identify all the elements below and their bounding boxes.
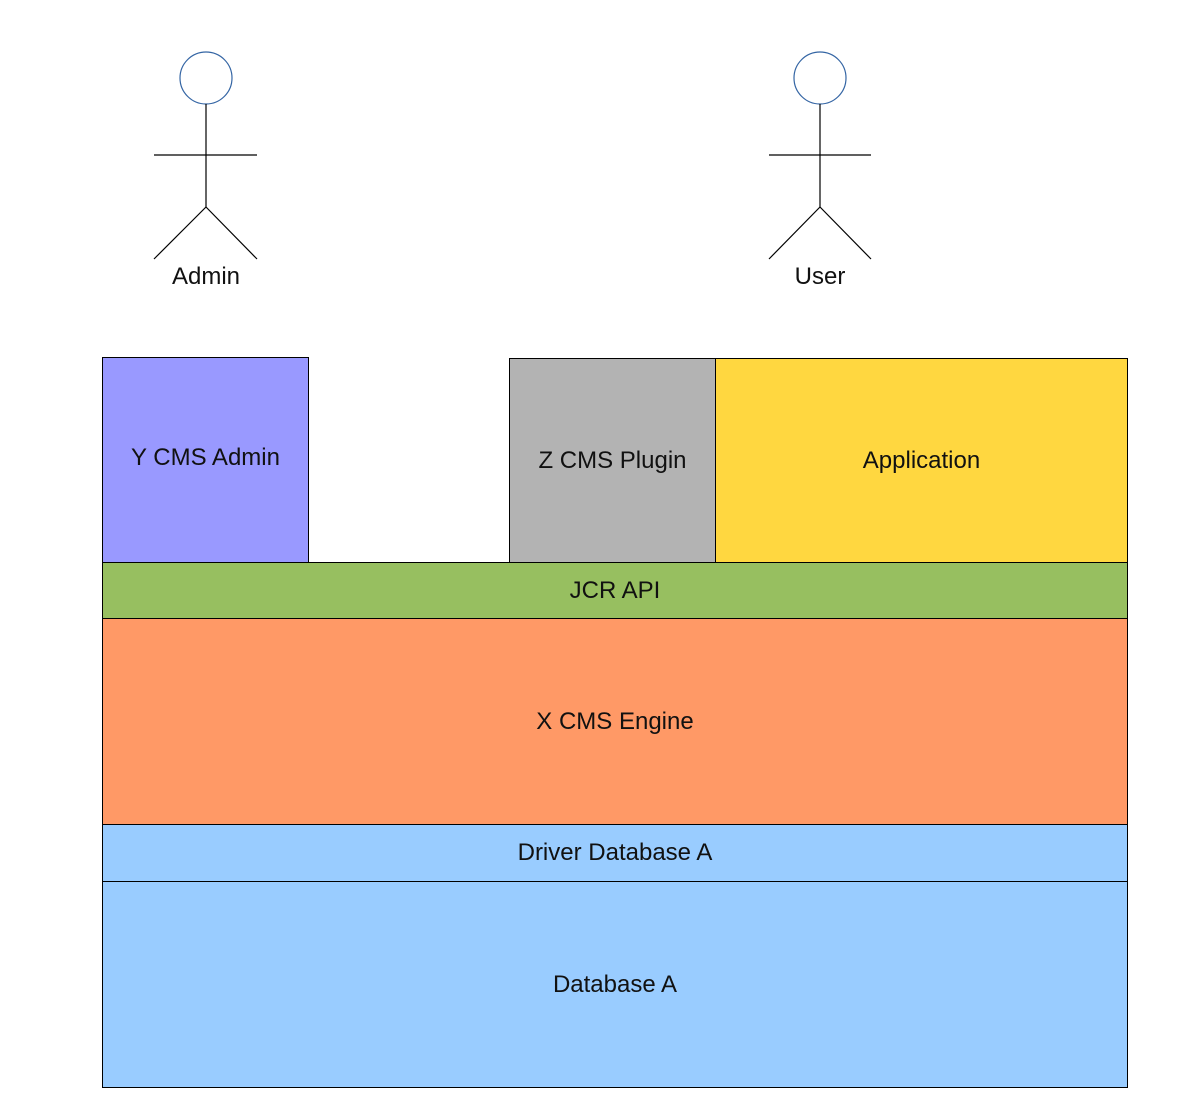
block-label-z-cms-plugin: Z CMS Plugin (538, 446, 687, 474)
block-driver-database-a: Driver Database A (102, 824, 1128, 882)
actor-head (793, 51, 847, 105)
actor-admin: Admin (146, 0, 266, 290)
block-label-y-cms-admin: Y CMS Admin (131, 444, 280, 471)
actor-left-leg (153, 206, 207, 260)
stick-figure-icon (768, 51, 872, 260)
actor-head (179, 51, 233, 105)
block-label-x-cms-engine: X CMS Engine (536, 707, 694, 735)
actor-user: User (760, 0, 880, 290)
actor-label-admin: Admin (171, 263, 241, 290)
block-label-driver-database-a: Driver Database A (517, 839, 713, 866)
block-database-a: Database A (102, 881, 1128, 1088)
block-z-cms-plugin: Z CMS Plugin (509, 358, 716, 563)
block-label-jcr-api: JCR API (569, 576, 661, 604)
actor-label-user: User (794, 263, 846, 290)
actor-right-leg (205, 206, 258, 260)
block-jcr-api: JCR API (102, 562, 1128, 619)
stick-figure-icon (153, 51, 258, 260)
block-label-application: Application (862, 446, 981, 474)
block-label-database-a: Database A (552, 970, 678, 998)
block-y-cms-admin: Y CMS Admin (102, 357, 309, 563)
block-application: Application (715, 358, 1128, 563)
actor-left-leg (768, 206, 821, 260)
actor-right-leg (819, 206, 872, 260)
block-x-cms-engine: X CMS Engine (102, 618, 1128, 825)
